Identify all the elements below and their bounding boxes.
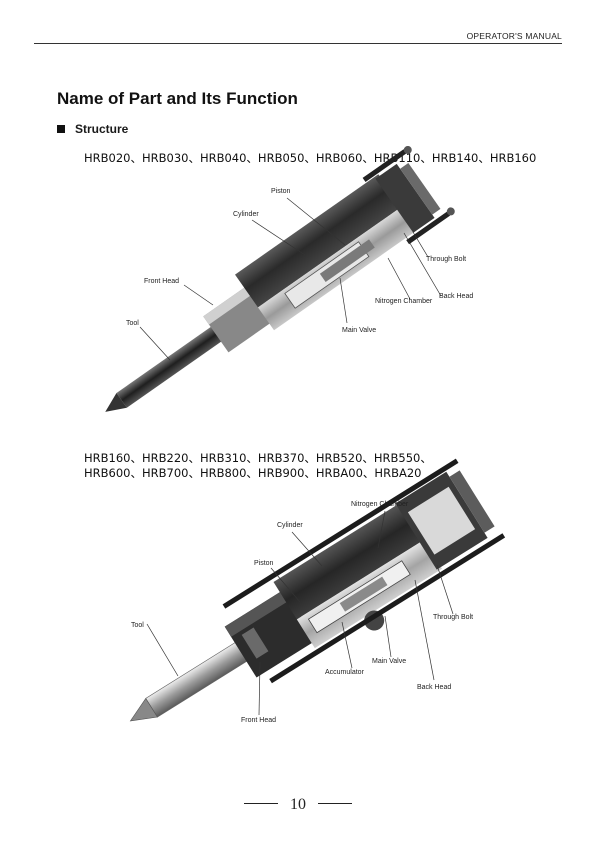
footer-rule-left	[243, 803, 278, 805]
label-back-head: Back Head	[439, 293, 474, 300]
label-tool: Tool	[126, 320, 139, 327]
label-main-valve: Main Valve	[372, 658, 407, 665]
section-heading-text: Structure	[75, 122, 129, 136]
figure2-breaker-body	[129, 458, 506, 722]
figure1-leader-lines	[139, 197, 442, 361]
label-cylinder: Cylinder	[233, 211, 259, 218]
label-main-valve: Main Valve	[342, 327, 377, 334]
label-tool: Tool	[131, 622, 144, 629]
page-title: Name of Part and Its Function	[57, 89, 298, 108]
page-footer: 10	[0, 796, 596, 814]
square-bullet-icon	[57, 125, 65, 133]
label-back-head: Back Head	[417, 684, 452, 691]
label-through-bolt: Through Bolt	[426, 256, 467, 263]
manual-title: OPERATOR'S MANUAL	[466, 31, 562, 41]
figure2-leader-lines	[146, 510, 454, 716]
label-accumulator: Accumulator	[325, 669, 364, 676]
figure2-model-list-line1: HRB160、HRB220、HRB310、HRB370、HRB520、HRB55…	[84, 451, 432, 465]
figure1-model-list: HRB020、HRB030、HRB040、HRB050、HRB060、HRB11…	[84, 151, 537, 165]
label-piston: Piston	[271, 188, 291, 195]
page-number: 10	[290, 796, 306, 813]
label-piston: Piston	[254, 560, 274, 567]
figure1-breaker-body	[105, 145, 455, 412]
footer-rule-right	[318, 803, 353, 805]
section-heading: Structure	[57, 122, 128, 136]
label-cylinder: Cylinder	[277, 522, 303, 529]
label-through-bolt: Through Bolt	[433, 614, 474, 621]
header-rule	[34, 43, 562, 44]
label-front-head: Front Head	[241, 717, 277, 724]
label-front-head: Front Head	[144, 278, 180, 285]
figure2-model-list-line2: HRB600、HRB700、HRB800、HRB900、HRBA00、HRBA2…	[84, 466, 422, 480]
label-nitrogen-chamber: Nitrogen Chamber	[351, 501, 409, 508]
label-nitrogen-chamber: Nitrogen Chamber	[375, 298, 433, 305]
